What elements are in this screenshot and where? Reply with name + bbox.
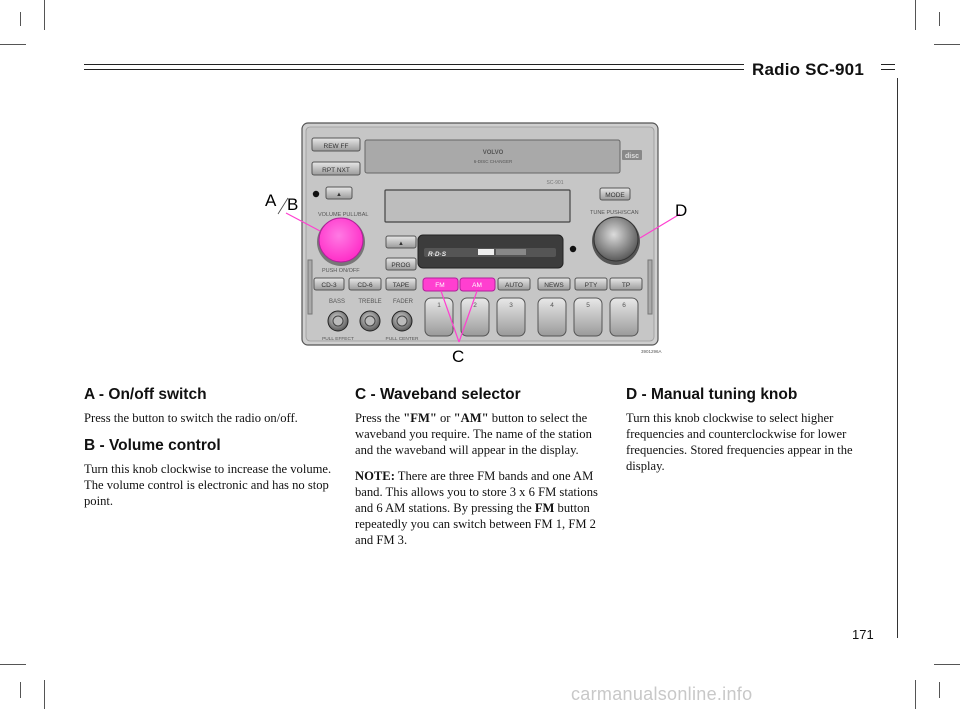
page-title: Radio SC-901 <box>752 60 864 79</box>
callout-c: C <box>452 347 464 366</box>
section-a-heading: A - On/off switch <box>84 386 207 403</box>
radio-illustration: VOLVO 6-DISC CHANGER disc REW FF RPT NXT… <box>265 122 687 366</box>
callout-d: D <box>675 201 687 220</box>
model-label: SC-901 <box>547 180 564 186</box>
cd3-button: CD-3 <box>321 282 337 289</box>
preset-2-button: 2 <box>473 302 477 309</box>
header-rule <box>84 64 744 65</box>
rew-ff-button: REW FF <box>324 143 349 150</box>
column-c: C - Waveband selector Press the "FM" or … <box>355 385 605 558</box>
section-b-heading: B - Volume control <box>84 437 221 454</box>
treble-label: TREBLE <box>358 299 381 305</box>
brand-label: VOLVO <box>483 150 504 156</box>
preset-4-button: 4 <box>550 302 554 309</box>
section-c-note: NOTE: There are three FM bands and one A… <box>355 469 598 547</box>
section-c-body: Press the "FM" or "AM" button to select … <box>355 411 592 457</box>
bass-label: BASS <box>329 299 345 305</box>
page-number: 171 <box>852 627 874 642</box>
changer-label: 6-DISC CHANGER <box>474 159 513 164</box>
tp-button: TP <box>622 282 630 289</box>
rds-logo: R·D·S <box>428 251 447 258</box>
mode-button: MODE <box>605 192 625 199</box>
header-rule <box>881 64 895 65</box>
cd6-button: CD-6 <box>357 282 373 289</box>
prog-button: PROG <box>391 262 410 269</box>
eject-button: ▲ <box>398 241 404 247</box>
section-c-heading: C - Waveband selector <box>355 386 521 403</box>
volume-label: VOLUME PULL/BAL <box>318 212 368 218</box>
figure-code: 3901296A <box>641 349 662 354</box>
am-button: AM <box>472 282 482 289</box>
section-d-heading: D - Manual tuning knob <box>626 386 798 403</box>
push-onoff-label: PUSH ON/OFF <box>322 268 360 274</box>
section-a-body: Press the button to switch the radio on/… <box>84 411 298 425</box>
preset-6-button: 6 <box>622 302 626 309</box>
tape-button: TAPE <box>393 282 410 289</box>
pty-button: PTY <box>585 282 598 289</box>
news-button: NEWS <box>544 282 564 289</box>
auto-button: AUTO <box>505 282 523 289</box>
preset-5-button: 5 <box>586 302 590 309</box>
header-rule <box>84 69 744 70</box>
rpt-nxt-button: RPT NXT <box>322 167 350 174</box>
fader-label: FADER <box>393 299 414 305</box>
preset-1-button: 1 <box>437 302 441 309</box>
fm-button: FM <box>435 282 444 289</box>
column-d: D - Manual tuning knob Turn this knob cl… <box>626 385 876 484</box>
callout-a: A <box>265 191 277 210</box>
eject-top-button: ▲ <box>336 192 342 198</box>
section-b-body: Turn this knob clockwise to increase the… <box>84 462 332 508</box>
pull-center-label: PULL CENTER <box>386 336 419 342</box>
header-rule <box>881 69 895 70</box>
preset-3-button: 3 <box>509 302 513 309</box>
callout-b: B <box>287 195 298 214</box>
disc-logo: disc <box>625 153 639 160</box>
pull-effect-label: PULL EFFECT <box>322 336 354 342</box>
section-d-body: Turn this knob clockwise to select highe… <box>626 411 853 473</box>
watermark: carmanualsonline.info <box>571 684 753 704</box>
column-ab: A - On/off switch Press the button to sw… <box>84 385 334 519</box>
margin-rule <box>897 78 898 638</box>
tune-label: TUNE PUSH/SCAN <box>590 210 639 216</box>
